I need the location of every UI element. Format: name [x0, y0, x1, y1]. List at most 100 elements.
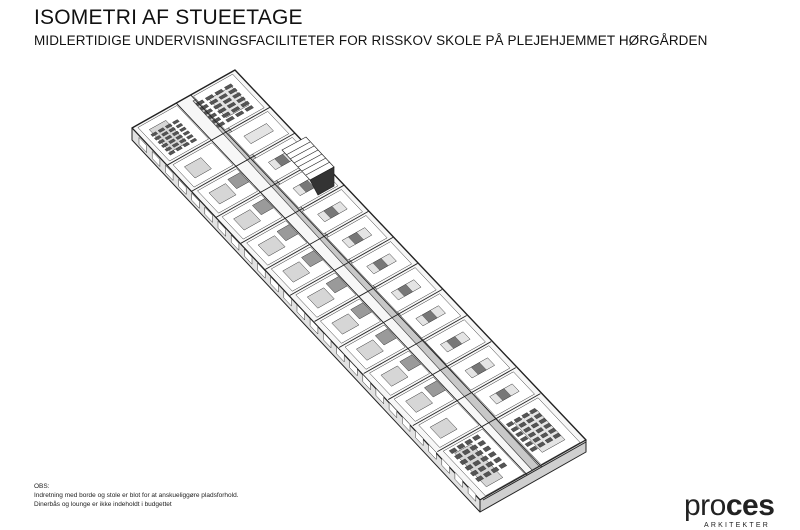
classroom-desk: [168, 127, 176, 133]
classroom-desk: [538, 417, 547, 425]
room-floor: [183, 157, 212, 179]
classroom-desk: [464, 464, 474, 471]
classroom-desk: [175, 123, 184, 129]
corridor-wall: [175, 102, 528, 476]
partition-wall: [437, 393, 541, 453]
bathroom-pod: [227, 172, 250, 190]
classroom-desk: [524, 440, 534, 447]
classroom-desk: [186, 134, 194, 140]
classroom-desk: [535, 427, 544, 434]
window: [362, 373, 371, 391]
classroom-desk: [485, 461, 495, 468]
classroom-desk: [164, 123, 173, 129]
classroom-desk: [234, 110, 245, 118]
classroom-desk: [454, 453, 463, 460]
classroom-desk: [459, 458, 469, 466]
room-floor: [257, 235, 286, 257]
classroom-desk: [175, 134, 183, 140]
classroom-desk: [461, 448, 471, 456]
classroom-desk: [172, 119, 180, 125]
window: [441, 457, 450, 475]
classroom-desk: [222, 97, 233, 105]
staircase-icon: [281, 136, 335, 196]
window: [336, 346, 345, 363]
partition-wall: [314, 263, 418, 322]
partition-wall: [338, 289, 443, 348]
classroom-desk: [217, 107, 227, 114]
classroom-desk: [498, 462, 508, 469]
classroom-desk: [475, 475, 484, 482]
table: [348, 232, 364, 245]
classroom-desk: [552, 432, 561, 439]
room-floor: [243, 123, 274, 145]
bathroom-pod: [423, 380, 446, 398]
window: [296, 304, 305, 321]
classroom-desk: [171, 130, 180, 137]
table: [421, 310, 438, 323]
classroom-desk: [182, 142, 190, 148]
window: [428, 443, 437, 461]
classroom-desk: [236, 96, 246, 104]
classroom-desk: [226, 101, 237, 109]
classroom-desk: [543, 422, 552, 429]
window: [415, 429, 424, 447]
classroom-desk: [467, 454, 476, 461]
classroom-desk: [490, 466, 500, 474]
classroom-desk: [547, 427, 557, 434]
classroom-desk: [244, 105, 254, 112]
window: [270, 276, 279, 293]
classroom-desk: [448, 447, 458, 454]
classroom-desk: [203, 108, 214, 115]
window: [165, 164, 174, 182]
classroom-desk: [211, 116, 222, 124]
window: [323, 332, 332, 349]
window: [230, 234, 240, 251]
classroom-desk: [515, 431, 524, 438]
classroom-desk: [518, 421, 527, 428]
bathroom-pod: [350, 302, 373, 320]
classroom-desk: [207, 112, 218, 120]
classroom-desk: [213, 102, 223, 110]
bathroom-pod: [399, 354, 422, 372]
classroom-desk: [472, 459, 482, 467]
classroom-desk: [469, 469, 479, 477]
classroom-desk: [154, 135, 162, 141]
classroom-desk: [171, 142, 180, 148]
room-floor: [306, 287, 335, 309]
window: [151, 150, 161, 168]
table: [470, 362, 487, 375]
classroom-desk: [182, 130, 191, 136]
window: [388, 401, 398, 419]
classroom-desk: [161, 142, 169, 148]
classroom-desk: [157, 127, 166, 133]
classroom-desk: [472, 434, 481, 441]
classroom-desk: [519, 435, 529, 443]
partition-wall: [289, 237, 394, 296]
classroom-desk: [505, 421, 515, 428]
facade-windows: [138, 136, 477, 503]
logo-wordmark: proces: [684, 489, 775, 522]
partition-wall: [191, 132, 295, 192]
table: [274, 153, 291, 167]
classroom-desk: [540, 432, 549, 439]
logo-word-light: pro: [684, 489, 726, 522]
bathroom-pod: [251, 198, 274, 216]
classroom-desk: [477, 465, 487, 472]
classroom-desk: [168, 150, 176, 156]
classroom-desk: [164, 134, 173, 141]
window: [257, 262, 266, 279]
classroom-desk: [232, 92, 242, 99]
partition-wall: [363, 315, 467, 374]
partition-wall: [131, 69, 236, 129]
classroom-desk: [179, 126, 187, 132]
classroom-desk: [150, 131, 158, 137]
room-floor: [282, 261, 311, 283]
classroom-desk: [527, 431, 537, 438]
classroom-desk: [225, 115, 235, 123]
corridor-wall: [190, 94, 543, 468]
classroom-desk: [477, 440, 487, 447]
partition-wall: [388, 341, 492, 400]
window: [244, 248, 253, 265]
room-floor: [405, 391, 434, 413]
